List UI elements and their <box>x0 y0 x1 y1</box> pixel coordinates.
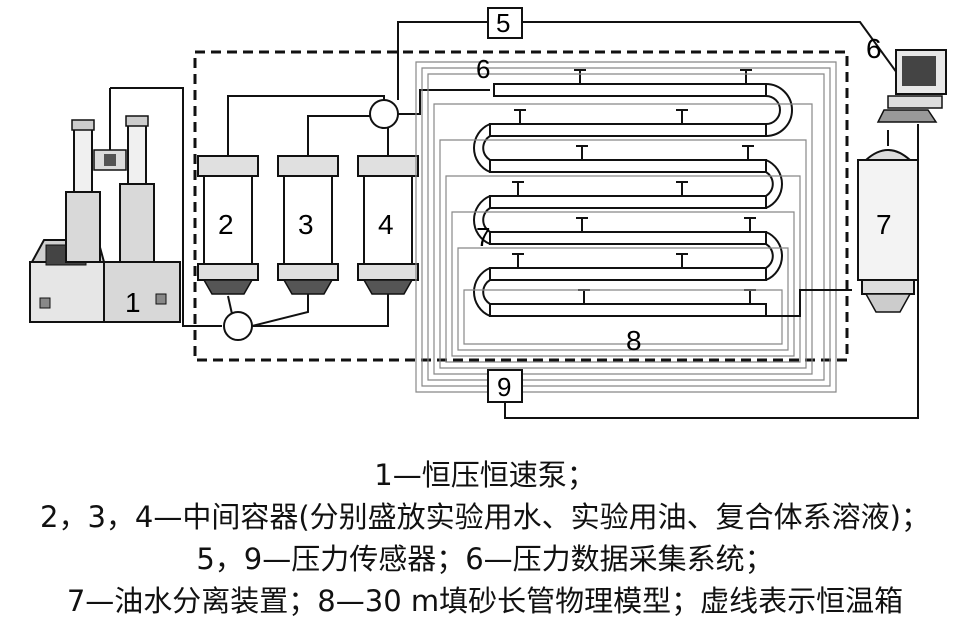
computer-number-label: 6 <box>866 33 882 64</box>
pump-outlet-line <box>110 87 222 327</box>
container-3 <box>277 155 339 295</box>
model-label-8: 8 <box>626 325 642 356</box>
model-label-7: 7 <box>476 222 490 252</box>
oil-water-separator <box>857 130 919 313</box>
model-label-6: 6 <box>476 54 490 84</box>
data-acquisition-computer <box>876 49 947 123</box>
pressure-sensor-5-box <box>487 7 523 39</box>
experimental-setup-diagram: 1 2 3 4 5 6 <box>29 7 947 419</box>
caption-line-4: 7—油水分离装置；8—30 m填砂长管物理模型；虚线表示恒温箱 <box>66 584 904 618</box>
separator-number-label: 7 <box>876 209 892 240</box>
bottom-distribution-line <box>252 294 389 327</box>
caption-line-1: 1—恒压恒速泵； <box>374 458 596 492</box>
sensor-wiring-bundle <box>415 61 837 393</box>
top-six-way-valve <box>369 99 399 129</box>
pressure-sensor-9-label: 9 <box>497 372 511 402</box>
caption-line-2: 2，3，4—中间容器(分别盛放实验用水、实验用油、复合体系溶液)； <box>40 500 930 534</box>
container-2 <box>197 155 259 295</box>
caption-line-3: 5，9—压力传感器；6—压力数据采集系统； <box>196 542 774 576</box>
container-4 <box>357 155 419 295</box>
container-2-number-label: 2 <box>218 209 234 240</box>
pump-number-label: 1 <box>125 287 141 318</box>
bottom-six-way-valve <box>223 311 253 341</box>
thermostat-dashed-box <box>193 50 849 362</box>
pressure-sensor-5-label: 5 <box>496 8 510 38</box>
long-pipe-model <box>473 69 793 317</box>
constant-pressure-pump <box>29 88 181 323</box>
container-3-number-label: 3 <box>298 209 314 240</box>
container-4-number-label: 4 <box>378 209 394 240</box>
